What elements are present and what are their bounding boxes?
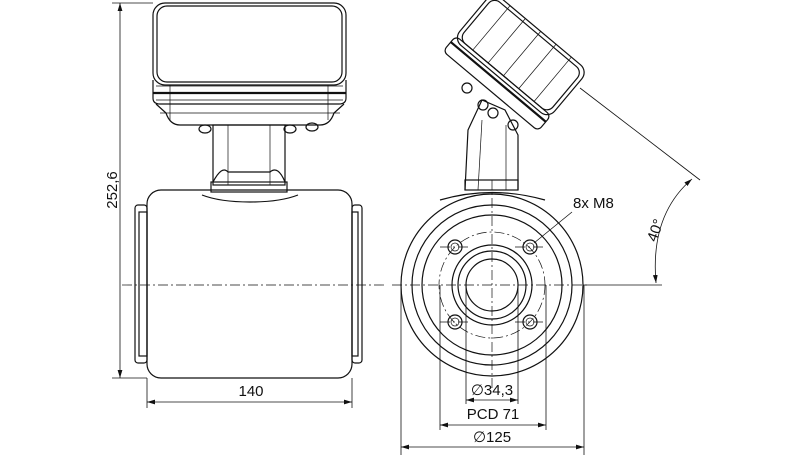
neck xyxy=(461,82,519,191)
bolt-icon xyxy=(515,239,545,255)
bolt-spec: 8x M8 xyxy=(573,195,614,212)
bolt-holes xyxy=(440,239,545,330)
height-dimension: 252,6 xyxy=(104,171,121,209)
rotation-angle: 40° xyxy=(644,217,668,244)
length-dimension: 140 xyxy=(238,383,263,400)
end-view: 8x M8 ∅34,3 PCD 71 ∅125 40° xyxy=(392,0,701,455)
pitch-circle-diameter: PCD 71 xyxy=(467,406,520,423)
outer-diameter: ∅125 xyxy=(473,429,511,446)
neck xyxy=(201,124,299,203)
meter-body xyxy=(134,189,363,379)
rotated-housing xyxy=(444,0,585,130)
bolt-icon xyxy=(440,239,470,255)
transmitter-housing xyxy=(152,2,347,134)
bore-diameter: ∅34,3 xyxy=(471,382,513,399)
side-view: 252,6 140 xyxy=(104,2,385,408)
bolt-icon xyxy=(515,314,545,330)
angle-dimension-arc xyxy=(652,178,693,284)
bolt-icon xyxy=(440,314,470,330)
